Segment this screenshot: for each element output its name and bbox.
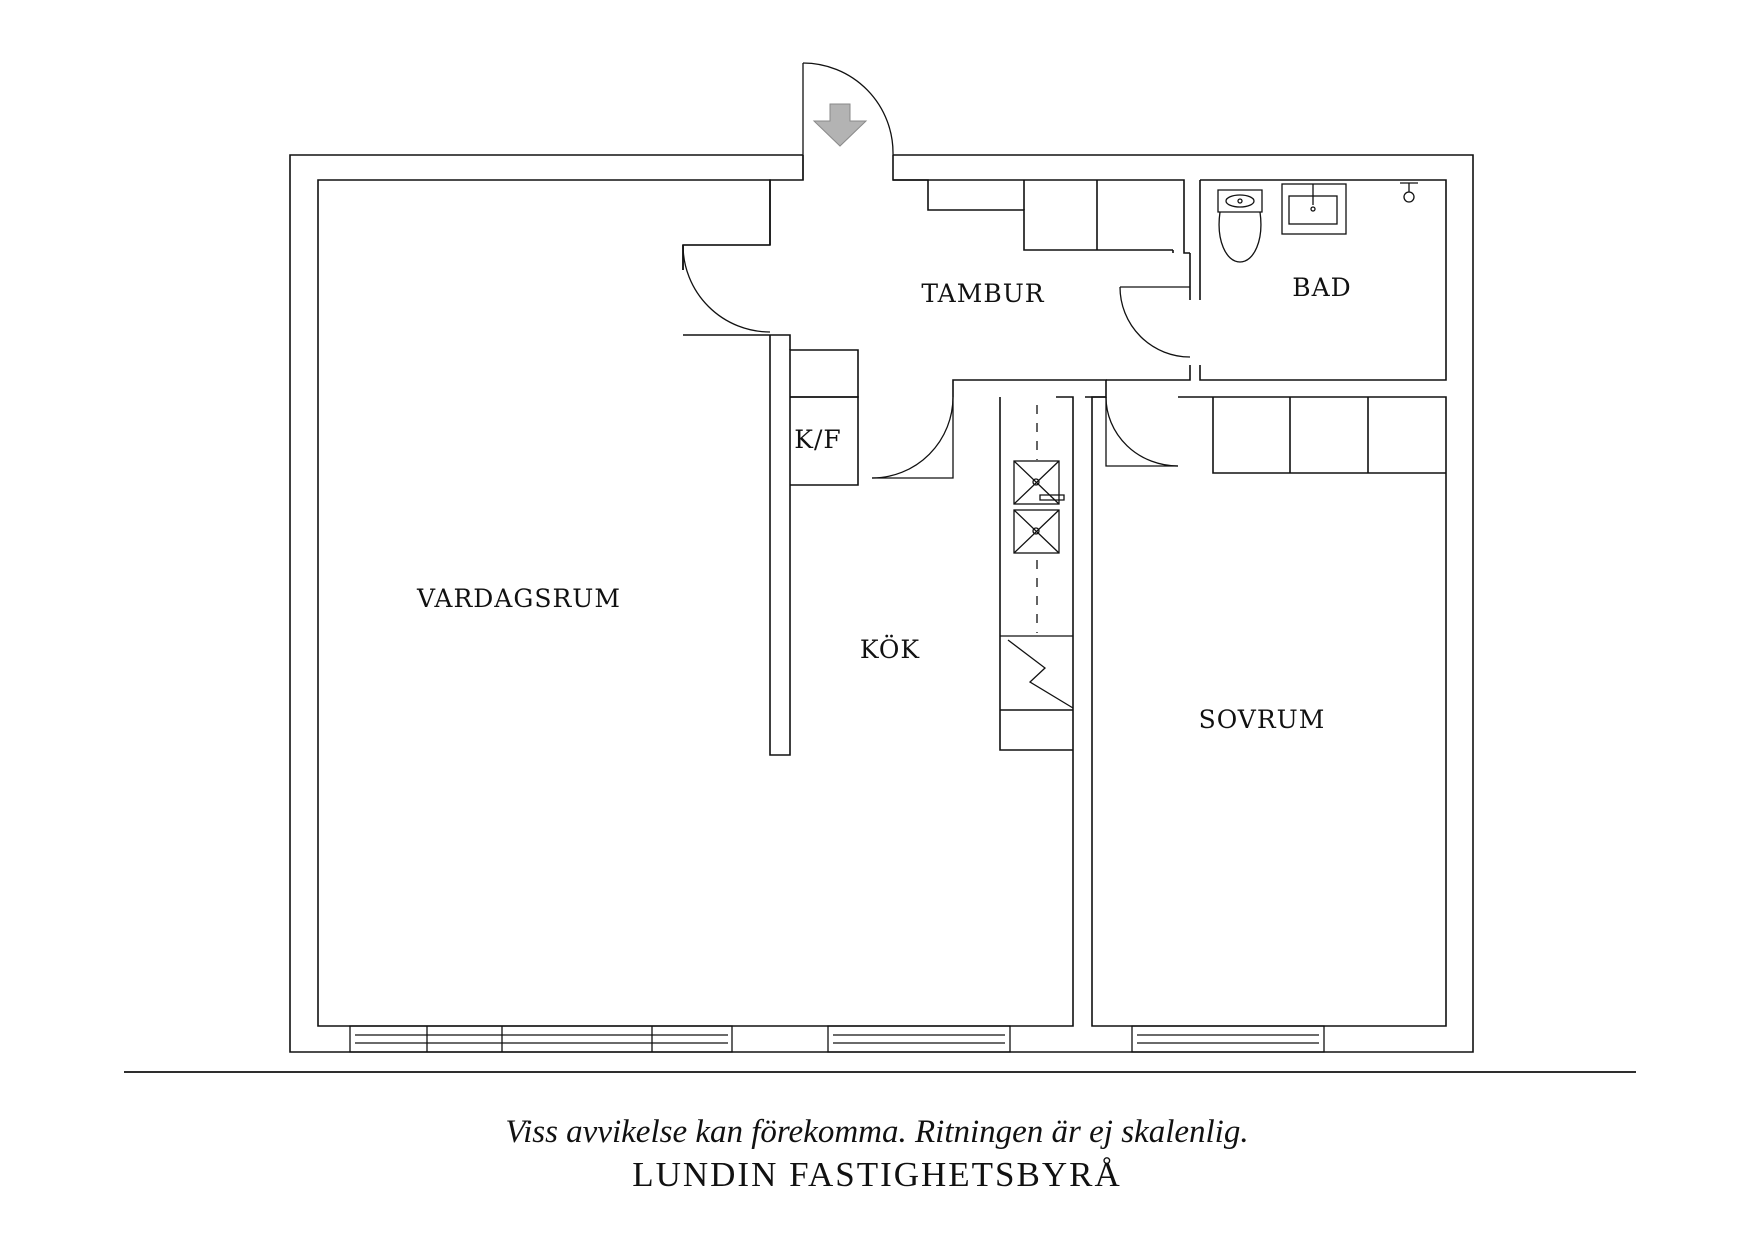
window-sovrum (1131, 1025, 1325, 1053)
kok-door (871, 396, 954, 479)
toilet-icon (1217, 189, 1263, 263)
entrance-door (802, 62, 894, 180)
window-kok (827, 1025, 1011, 1053)
bathroom-sink-icon (1281, 183, 1347, 235)
bad-walls (1199, 179, 1447, 381)
sovrum-door (1105, 396, 1179, 467)
room-label-bad: BAD (1292, 273, 1351, 302)
bad-door (1119, 286, 1191, 358)
room-label-kok: KÖK (860, 635, 921, 664)
window-vardagsrum (349, 1025, 733, 1053)
sink-icon (1013, 460, 1065, 554)
sovrum-wardrobes (1212, 397, 1446, 474)
kf-cabinet (790, 396, 859, 486)
room-label-kf: K/F (794, 425, 841, 454)
company-name: LUNDIN FASTIGHETSBYRÅ (632, 1155, 1122, 1194)
vardagsrum-door (682, 244, 771, 333)
entrance-arrow-icon (812, 103, 868, 147)
kitchen-counter (999, 397, 1073, 751)
disclaimer-text: Viss avvikelse kan förekomma. Ritningen … (505, 1114, 1249, 1150)
room-label-vardagsrum: VARDAGSRUM (416, 584, 621, 613)
tambur-walls (682, 155, 1191, 398)
room-label-tambur: TAMBUR (921, 279, 1044, 308)
stove-icon (1000, 635, 1074, 709)
shower-icon (1400, 182, 1418, 203)
room-label-sovrum: SOVRUM (1199, 705, 1326, 734)
vardagsrum-walls (317, 179, 1074, 1027)
